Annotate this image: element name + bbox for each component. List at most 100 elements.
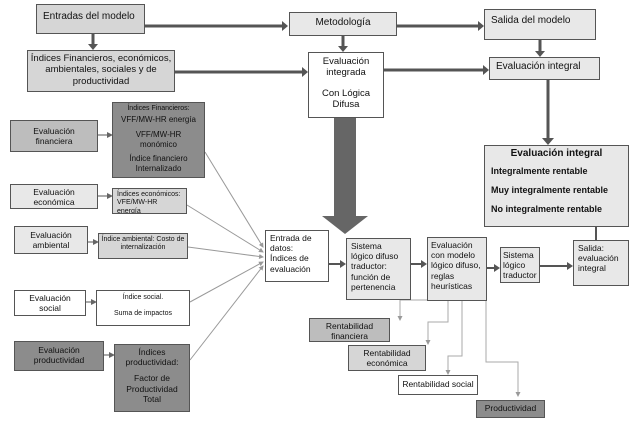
ip-l4: Productividad (126, 383, 178, 394)
sd-l5: pertenencia (351, 281, 396, 292)
re-l2: económica (366, 358, 408, 369)
indices-overview-label: Índices Financieros, económicos, ambient… (30, 53, 172, 87)
sal-l3: integral (578, 263, 606, 274)
arrowhead (483, 65, 489, 75)
indice-social-box: Índice social. Suma de impactos (96, 290, 190, 326)
metodologia-box: Metodología (289, 12, 397, 36)
result-integralmente: Integralmente rentable (491, 166, 588, 176)
salida-modelo-label: Salida del modelo (491, 15, 571, 26)
sal-l2: evaluación (578, 253, 619, 264)
ip-l1: Índices (138, 347, 166, 357)
rentabilidad-financiera-box: Rentabilidad financiera (309, 318, 390, 342)
arrowhead (478, 21, 484, 31)
evaluacion-integrada-box: Evaluación integrada Con Lógica Difusa (308, 52, 384, 118)
if-l4: monómico (140, 139, 177, 149)
eval-to-index-connectors (86, 132, 115, 358)
ed-l4: evaluación (270, 263, 311, 274)
ei-line4: Difusa (332, 99, 360, 111)
ei-line1: Evaluación (322, 56, 370, 67)
ie-l1: Índices económicos: (117, 191, 181, 198)
rf-l2: financiera (331, 331, 368, 342)
eval-productividad-box: Evaluación productividad (14, 341, 104, 371)
eval-social-box: Evaluación social (14, 290, 86, 316)
eval-financiera-box: Evaluación financiera (10, 120, 98, 152)
em-l3: lógico difuso, (431, 260, 481, 271)
evaluacion-integral-label: Evaluación integral (496, 61, 581, 72)
em-l5: heurísticas (431, 280, 473, 291)
eval-prod-l2: productividad (33, 355, 85, 366)
if-l1: Índices Financieros: (127, 105, 190, 112)
eval-ambiental-l2: ambiental (32, 240, 70, 251)
arrowhead (338, 46, 348, 52)
result-title: Evaluación integral (510, 148, 603, 159)
ed-l2: datos: (270, 243, 294, 254)
ia-l2: internalización (120, 244, 166, 252)
if-l5: Índice financiero (129, 154, 188, 164)
indice-ambiental-box: Índice ambiental: Costo de internalizaci… (98, 233, 188, 259)
ei-line2: integrada (326, 67, 366, 79)
is-l1: Índice social. (122, 294, 164, 301)
ie-l2: VFE/MW-HR energía (117, 199, 158, 214)
rentabilidad-social-box: Rentabilidad social (398, 375, 478, 395)
sd-l3: traductor: (351, 261, 387, 272)
rentabilidad-economica-box: Rentabilidad económica (348, 345, 426, 371)
productividad-box: Productividad (476, 400, 545, 418)
st-l3: traductor (503, 270, 537, 281)
eval-ambiental-box: Evaluación ambiental (14, 226, 88, 254)
result-no-integralmente: No integralmente rentable (491, 204, 603, 214)
st-l2: lógico (503, 260, 526, 271)
salida-modelo-box: Salida del modelo (484, 9, 596, 40)
indices-productividad-box: Índices productividad: Factor de Product… (114, 344, 190, 412)
em-l4: reglas (431, 270, 455, 281)
entrada-datos-box: Entrada de datos: Índices de evaluación (265, 230, 329, 282)
eval-financiera-l1: Evaluación (33, 126, 75, 136)
evaluacion-modelo-box: Evaluación con modelo lógico difuso, reg… (427, 237, 487, 301)
ip-l2: productividad: (125, 357, 179, 368)
result-muy-integralmente: Muy integralmente rentable (491, 185, 609, 195)
salida-box: Salida: evaluación integral (573, 240, 629, 286)
productividad-label: Productividad (484, 403, 537, 413)
index-to-entrada-connectors (186, 151, 264, 361)
evaluacion-integral-box: Evaluación integral (489, 57, 600, 80)
entradas-modelo-box: Entradas del modelo (36, 4, 145, 34)
sistema-traductor-box: Sistema lógico traductor (500, 247, 540, 283)
eval-social-l2: social (39, 303, 61, 314)
eval-ambiental-l1: Evaluación (30, 230, 72, 240)
eval-economica-box: Evaluación económica (10, 184, 98, 209)
big-down-arrow (322, 118, 368, 234)
rf-l1: Rentabilidad (325, 321, 374, 331)
eval-prod-l1: Evaluación (38, 345, 80, 355)
sistema-difuso-box: Sistema lógico difuso traductor: función… (346, 238, 411, 300)
sd-l2: lógico difuso (351, 251, 399, 262)
top-arrowheads (88, 21, 554, 145)
arrowhead (88, 44, 98, 50)
ip-l3: Factor de (134, 373, 170, 384)
eval-economica-l1: Evaluación (33, 187, 75, 197)
ia-l1: Índice ambiental: Costo de (101, 236, 185, 243)
arrowhead (282, 21, 288, 31)
ed-l3: Índices de (270, 253, 309, 264)
sal-l1: Salida: (578, 243, 604, 253)
re-l1: Rentabilidad (363, 348, 411, 358)
eval-financiera-l2: financiera (35, 136, 73, 147)
arrowhead (542, 138, 554, 145)
em-l2: con modelo (431, 250, 475, 261)
indices-economicos-box: Índices económicos: VFE/MW-HR energía (112, 188, 187, 214)
is-l2: Suma de impactos (114, 310, 172, 318)
rentabilidad-social-label: Rentabilidad social (402, 379, 474, 389)
ei-line3: Con Lógica (321, 87, 371, 99)
if-l3: VFF/MW-HR (135, 129, 182, 139)
eval-social-l1: Evaluación (29, 293, 71, 303)
sd-l4: función de (351, 271, 391, 282)
eval-economica-l2: económica (33, 197, 75, 208)
result-box: Evaluación integral Integralmente rentab… (484, 145, 629, 227)
metodologia-label: Metodología (315, 17, 371, 28)
indices-financieros-box: Índices Financieros: VFF/MW-HR energía V… (112, 102, 205, 178)
if-l6: Internalizado (135, 163, 182, 173)
arrowhead (302, 67, 308, 77)
top-connectors (91, 24, 550, 138)
if-l2: VFF/MW-HR energía (121, 115, 196, 125)
st-l1: Sistema (503, 250, 534, 260)
em-l1: Evaluación (431, 240, 473, 250)
